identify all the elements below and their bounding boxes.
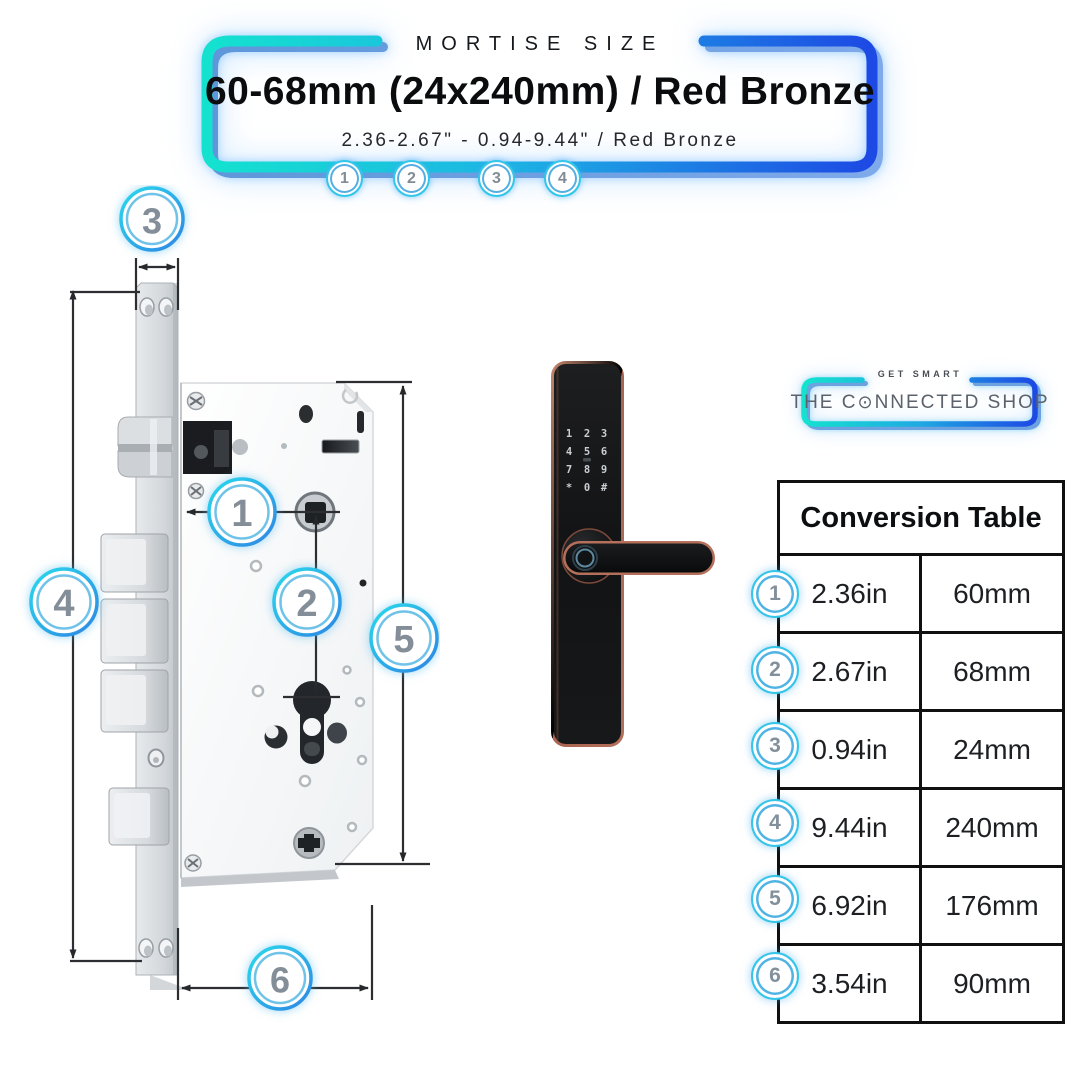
latch-bolt [117, 416, 173, 478]
table-row: 3.54in 90mm [777, 943, 1065, 1024]
svg-text:3: 3 [142, 201, 162, 242]
svg-text:1: 1 [231, 493, 252, 535]
svg-text:4: 4 [566, 446, 572, 458]
smart-o-icon: ⊙ [857, 392, 875, 412]
callout-6: 6 [247, 945, 313, 1011]
row-marker-5: 5 [751, 875, 799, 923]
callout-5: 5 [369, 603, 439, 673]
svg-text:6: 6 [270, 960, 290, 1001]
smart-lock-product: 1 2 3 4 5 6 7 8 9 * 0 # [551, 361, 715, 747]
deadbolt-blocks [100, 533, 170, 846]
logo-name: THE C⊙NNECTED SHOP [790, 392, 1050, 413]
svg-text:5: 5 [393, 619, 414, 661]
step-badge-3: 3 [478, 160, 515, 197]
euro-cylinder-hole [293, 681, 331, 764]
conversion-table: Conversion Table 2.36in 60mm 2.67in 68mm… [777, 480, 1065, 1024]
row-marker-3: 3 [751, 722, 799, 770]
keypad-logo-mark [583, 458, 591, 462]
logo-frame [801, 377, 1041, 430]
svg-text:2: 2 [296, 583, 317, 625]
svg-text:5: 5 [584, 446, 590, 458]
keypad: 1 2 3 4 5 6 7 8 9 * 0 # [566, 428, 608, 494]
callout-2: 2 [272, 567, 342, 637]
svg-text:1: 1 [566, 428, 572, 440]
table-row: 2.36in 60mm [777, 553, 1065, 634]
mortise-lock-diagram: 3 4 1 2 5 6 [29, 186, 439, 1011]
step-badge-1: 1 [326, 160, 363, 197]
step-badge-2: 2 [393, 160, 430, 197]
callout-3: 3 [119, 186, 185, 252]
row-marker-1: 1 [751, 570, 799, 618]
logo-tagline: GET SMART [877, 369, 963, 379]
lock-body-features [117, 388, 368, 872]
svg-text:7: 7 [566, 464, 572, 476]
table-row: 6.92in 176mm [777, 865, 1065, 946]
brand-logo: GET SMART THE C⊙NNECTED SHOP [790, 352, 1050, 437]
svg-text:8: 8 [584, 464, 590, 476]
svg-text:0: 0 [584, 482, 590, 494]
page-title: 60-68mm (24x240mm) / Red Bronze [204, 70, 876, 113]
row-marker-4: 4 [751, 799, 799, 847]
svg-text:4: 4 [53, 583, 74, 625]
table-row: 2.67in 68mm [777, 631, 1065, 712]
door-handle [565, 543, 713, 573]
fingerprint-sensor [572, 545, 598, 571]
table-title: Conversion Table [777, 480, 1065, 556]
header-frame-main-stroke [201, 35, 878, 173]
row-marker-6: 6 [751, 952, 799, 1000]
conversion-table-section: Conversion Table 2.36in 60mm 2.67in 68mm… [740, 478, 1080, 1024]
table-row: 9.44in 240mm [777, 787, 1065, 868]
svg-text:6: 6 [601, 446, 607, 458]
step-badge-4: 4 [544, 160, 581, 197]
header-kicker: MORTISE SIZE [415, 33, 665, 55]
page-subtitle: 2.36-2.67" - 0.94-9.44" / Red Bronze [341, 130, 739, 151]
row-marker-2: 2 [751, 646, 799, 694]
svg-text:#: # [601, 482, 608, 494]
svg-text:9: 9 [601, 464, 607, 476]
svg-text:3: 3 [601, 428, 607, 440]
callout-1: 1 [207, 477, 277, 547]
callout-4: 4 [29, 567, 99, 637]
svg-text:2: 2 [584, 428, 590, 440]
table-row: 0.94in 24mm [777, 709, 1065, 790]
svg-text:*: * [566, 482, 572, 494]
